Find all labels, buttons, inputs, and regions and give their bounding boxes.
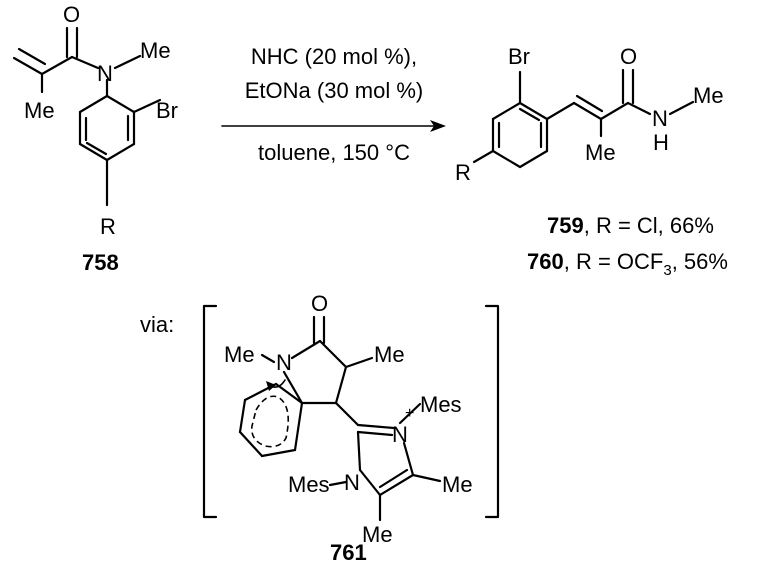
atom-n1: N [276,350,292,375]
bracket-left [202,304,218,519]
methyl-on-c4: Me [442,472,473,497]
compound-label-761: 761 [330,540,367,565]
atom-n: N [97,61,113,86]
methyl-on-ring: Me [374,342,405,367]
atom-h: H [653,130,669,155]
atom-o: O [63,2,80,27]
mesityl-on-n-plus: Mes [420,392,462,417]
condition-base: EtONa (30 mol %) [245,78,424,103]
methyl-on-alkene: Me [24,98,55,123]
atom-br: Br [156,98,178,123]
atom-n-plus: N [392,422,408,447]
atom-n: N [652,106,668,131]
product-759-760: Br O N H Me Me R [455,44,724,185]
methyl-on-n: Me [140,38,171,63]
via-label: via: [140,312,174,337]
atom-o: O [311,291,328,316]
atom-br: Br [508,44,530,69]
mesityl-on-n2: Mes [288,472,330,497]
methyl-on-c5: Me [362,522,393,547]
methyl-on-n: Me [693,83,724,108]
reaction-arrow [221,120,446,132]
substituent-r: R [455,160,471,185]
intermediate-761: O N Me Me N + Mes N Mes Me Me [224,291,473,547]
positive-charge: + [405,405,414,422]
product-label-759: 759, R = Cl, 66% [547,213,714,238]
compound-label-758: 758 [82,250,119,275]
condition-solvent-temp: toluene, 150 °C [258,140,410,165]
condition-catalyst: NHC (20 mol %), [251,44,417,69]
substituent-r: R [100,214,116,239]
bracket-right [484,304,500,519]
starting-material-758: O N Me Me Br R 758 [12,2,178,275]
atom-o: O [620,44,637,69]
product-label-760: 760, R = OCF3, 56% [527,249,728,279]
atom-n2: N [344,470,360,495]
methyl-on-alkene: Me [585,140,616,165]
methyl-on-n1: Me [224,342,255,367]
